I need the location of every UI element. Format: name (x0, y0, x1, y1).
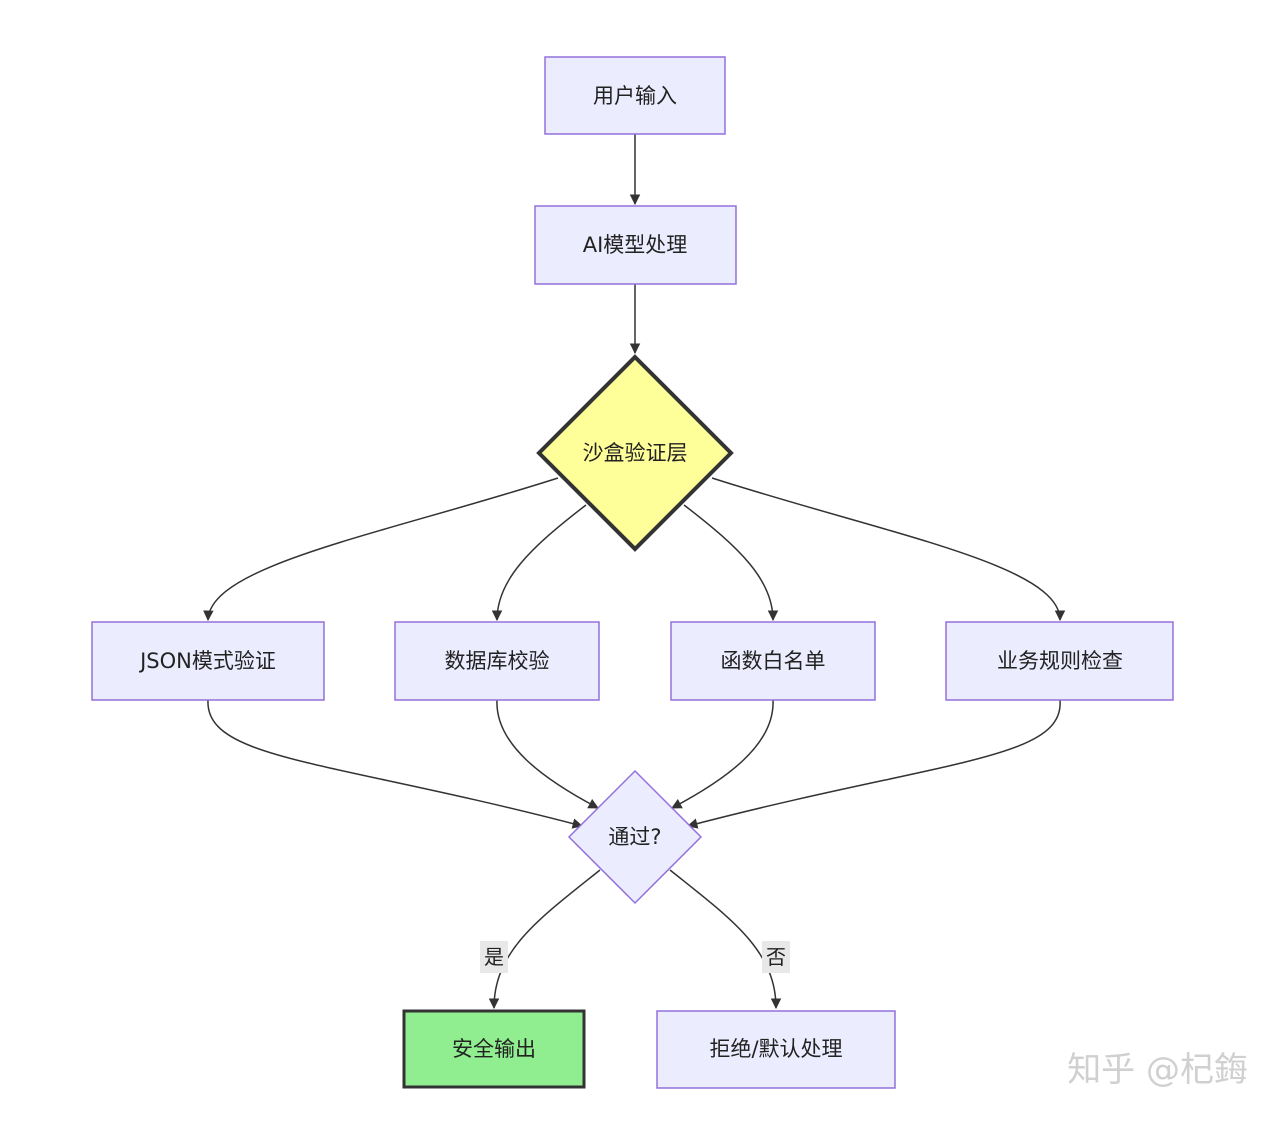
edge-func-to-pass (671, 699, 774, 809)
node-safe-output: 安全输出 (402, 1009, 586, 1089)
node-safe-output-label: 安全输出 (452, 1037, 536, 1061)
edge-label-yes-text: 是 (484, 945, 504, 969)
edge-label-no-text: 否 (766, 945, 786, 969)
node-db-check-label: 数据库校验 (445, 649, 550, 673)
node-json-schema-label: JSON模式验证 (138, 649, 276, 673)
node-pass-check: 通过? (567, 769, 703, 905)
edge-sandbox-to-biz (711, 477, 1066, 622)
edge-label-yes: 是 (480, 941, 508, 973)
node-biz-rules-label: 业务规则检查 (997, 649, 1123, 673)
edge-sandbox-to-func (683, 504, 779, 622)
edge-sandbox-to-db (491, 504, 587, 622)
edge-pass-to-safe (488, 869, 601, 1010)
node-ai-model: AI模型处理 (534, 205, 737, 285)
edge-db-to-pass (496, 699, 599, 809)
node-user-input-label: 用户输入 (593, 84, 677, 108)
edge-json-to-pass (207, 699, 584, 829)
node-biz-rules: 业务规则检查 (945, 621, 1174, 701)
edge-pass-to-reject (669, 869, 782, 1010)
node-reject: 拒绝/默认处理 (656, 1010, 896, 1089)
node-func-whitelist-label: 函数白名单 (721, 649, 826, 673)
node-pass-check-label: 通过? (608, 825, 661, 849)
node-db-check: 数据库校验 (394, 621, 600, 701)
edge-sandbox-to-json (203, 477, 559, 622)
node-reject-label: 拒绝/默认处理 (709, 1037, 842, 1061)
edge-label-no: 否 (762, 941, 790, 973)
edge-biz-to-pass (686, 699, 1061, 829)
edges (203, 134, 1066, 1010)
node-func-whitelist: 函数白名单 (670, 621, 876, 701)
node-sandbox-label: 沙盒验证层 (583, 441, 688, 465)
node-ai-model-label: AI模型处理 (583, 233, 688, 257)
node-json-schema: JSON模式验证 (91, 621, 325, 701)
node-sandbox: 沙盒验证层 (536, 354, 734, 552)
watermark-text: 知乎 @杞鋂 (1067, 1050, 1248, 1090)
node-user-input: 用户输入 (544, 56, 726, 135)
